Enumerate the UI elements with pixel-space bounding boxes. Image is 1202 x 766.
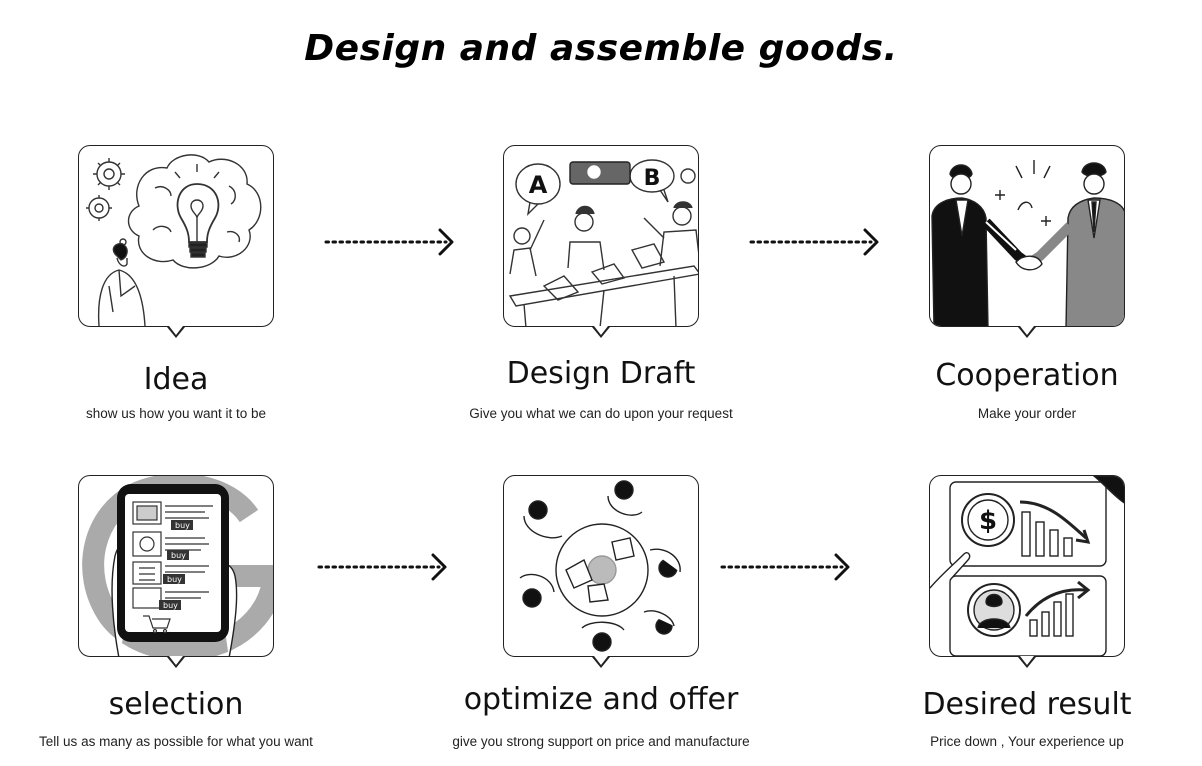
step-title-idea: Idea — [143, 362, 209, 397]
step-title-desired-result: Desired result — [922, 687, 1132, 722]
buy-label: buy — [163, 601, 178, 610]
step-title-selection: selection — [108, 687, 244, 722]
design-draft-illustration: A B — [503, 145, 699, 327]
dotted-arrow-icon — [720, 553, 850, 581]
bubble-b-label: B — [644, 166, 661, 191]
buy-label: buy — [167, 575, 182, 584]
step-desc-cooperation: Make your order — [977, 406, 1077, 421]
handshake-icon — [931, 160, 1124, 326]
step-desc-design-draft: Give you what we can do upon your reques… — [469, 406, 733, 421]
step-desc-desired-result: Price down , Your experience up — [930, 734, 1124, 749]
optimize-offer-illustration — [503, 475, 699, 657]
roundtable-icon — [519, 480, 681, 652]
dotted-arrow-icon — [324, 228, 454, 256]
price-down-chart-icon: $ — [930, 476, 1124, 656]
dollar-sign-label: $ — [979, 506, 997, 536]
lightbulb-thinking-icon — [86, 154, 262, 326]
selection-illustration: buy buy buy buy — [78, 475, 274, 657]
page-title: Design and assemble goods. — [304, 28, 898, 69]
phone-shopping-icon: buy buy buy buy — [82, 476, 273, 656]
cooperation-illustration — [929, 145, 1125, 327]
bubble-a-label: A — [529, 171, 548, 199]
step-desc-idea: show us how you want it to be — [85, 406, 267, 421]
step-title-design-draft: Design Draft — [506, 356, 696, 391]
team-meeting-icon: A B — [508, 159, 698, 326]
dotted-arrow-icon — [749, 228, 879, 256]
step-title-optimize-offer: optimize and offer — [463, 682, 739, 717]
step-desc-optimize-offer: give you strong support on price and man… — [452, 734, 750, 749]
desired-result-illustration: $ — [929, 475, 1125, 657]
step-desc-selection: Tell us as many as possible for what you… — [39, 734, 313, 749]
buy-label: buy — [171, 551, 186, 560]
step-title-cooperation: Cooperation — [935, 358, 1119, 393]
dotted-arrow-icon — [317, 553, 447, 581]
idea-illustration — [78, 145, 274, 327]
buy-label: buy — [175, 521, 190, 530]
